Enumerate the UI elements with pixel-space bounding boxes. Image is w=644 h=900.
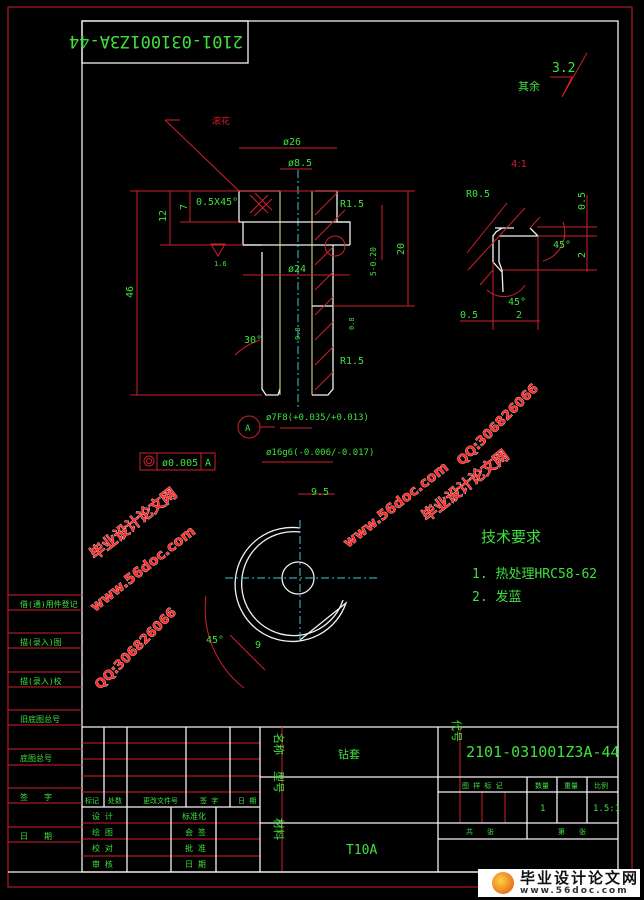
header-quantity: 数量 (535, 781, 549, 790)
detail-a45b: 45° (508, 297, 526, 308)
dim-d7f8: ø7F8(+0.035/+0.013) (266, 413, 369, 423)
logo-title: 毕业设计论文网 (520, 868, 640, 887)
left-strip-label: 旧底图总号 (20, 714, 60, 724)
dim-h46: 46 (125, 286, 136, 298)
roughness-other-value: 3.2 (552, 61, 575, 76)
tech-req-item: 2. 发蓝 (472, 589, 521, 605)
detail-r0-5: R0.5 (466, 189, 490, 200)
upside-code: 2101-031001Z3A-44 (69, 31, 243, 51)
dim-d26: ø26 (283, 137, 301, 148)
roughness-0-8b: 0.8 (348, 317, 356, 330)
detail-view: R0.5 0.5 2 0.5 2 45° 45° (460, 189, 597, 330)
logo-icon (492, 872, 514, 894)
signoff-label: 标准化 (182, 811, 206, 821)
logo-url: www.56doc.com (520, 885, 629, 896)
header-weight: 重量 (564, 782, 578, 790)
left-strip-label: 借(通)用件登记 (20, 599, 78, 609)
left-strip: 借(通)用件登记 描(录入)图 描(录入)校 旧底图总号 底图总号 签 字 日 … (8, 594, 82, 873)
name-label: 名称 (272, 733, 286, 755)
roughness-0-8a: 0.8 (294, 327, 302, 340)
rev-header: 日 期 (238, 797, 256, 805)
signoff-label: 审 核 (92, 859, 113, 869)
dim-r1-5-bottom: R1.5 (340, 356, 364, 367)
code-label: 代号 (450, 720, 463, 742)
title-block: 标记 处数 更改文件号 签 字 日 期 设 计 绘 图 校 对 审 核 标准化 … (8, 720, 632, 888)
dim-w9: 9 (255, 640, 261, 651)
rev-header: 签 字 (200, 796, 218, 805)
dim-d24: ø24 (288, 264, 306, 275)
detail-a45a: 45° (553, 240, 571, 251)
material-label: 材料 (272, 818, 286, 840)
rev-header: 标记 (85, 796, 99, 805)
tech-req-item: 1. 热处理HRC58-62 (472, 567, 597, 582)
dim-angle45: 45° (206, 635, 224, 646)
dim-d8-5: ø8.5 (288, 158, 312, 169)
detail-v2: 2 (577, 252, 588, 258)
dim-tol5: 5-0.20 (369, 247, 378, 276)
left-strip-label: 底图总号 (20, 753, 52, 763)
dim-h12: 12 (158, 210, 169, 222)
signoff-label: 设 计 (92, 811, 113, 821)
scale-value: 1.5:1 (593, 804, 620, 814)
detail-h2: 2 (516, 310, 522, 321)
material-value: T10A (346, 843, 377, 858)
detail-h0-5: 0.5 (460, 310, 478, 321)
technical-requirements: 技术要求 1. 热处理HRC58-62 2. 发蓝 (472, 528, 597, 605)
sheet-label: 第 张 (558, 827, 586, 836)
part-name: 钻套 (338, 747, 360, 761)
dim-r1-5-top: R1.5 (340, 199, 364, 210)
dim-d16g6: ø16g6(-0.006/-0.017) (266, 448, 374, 458)
left-strip-label: 日 期 (20, 832, 52, 841)
signoff-label: 会 签 (185, 827, 206, 837)
part-section-view: 滚花 ø26 ø8.5 0.5X45° R1.5 R1.5 12 7 46 20… (125, 115, 415, 471)
header-scale: 比例 (594, 781, 608, 790)
upside-code-box: 2101-031001Z3A-44 (69, 20, 249, 64)
tech-req-title: 技术要求 (481, 528, 541, 546)
rev-header: 处数 (108, 796, 122, 805)
model-label: 型号 (272, 771, 286, 793)
left-strip-label: 描(录入)图 (20, 637, 62, 647)
signoff-label: 绘 图 (92, 827, 113, 837)
concentricity-datum: A (205, 458, 211, 469)
dim-angle30: 30° (244, 335, 262, 346)
drawing-code: 2101-031001Z3A-44 (466, 743, 620, 761)
dim-h20: 20 (396, 243, 407, 255)
watermarks: 毕业设计论文网 www.56doc.com QQ:306826066 毕业设计论… (86, 381, 542, 693)
left-strip-label: 签 字 (20, 792, 52, 802)
detail-scale: 4:1 (511, 159, 527, 170)
signoff-label: 校 对 (92, 843, 113, 853)
detail-v0-5: 0.5 (577, 192, 588, 210)
watermark-qq: QQ:306826066 (92, 605, 179, 692)
rev-header: 更改文件号 (143, 796, 178, 805)
sheets-total-label: 共 张 (466, 827, 494, 836)
roughness-other: 其余 3.2 (518, 52, 588, 98)
roughness-other-label: 其余 (518, 79, 540, 93)
knurl-label: 滚花 (212, 115, 230, 127)
concentricity-value: ø0.005 (162, 458, 198, 469)
top-view: 9.5 9 45° (204, 487, 380, 689)
header-pattern-mark: 图 样 标 记 (462, 781, 503, 790)
dim-w9-5: 9.5 (311, 487, 329, 498)
signoff-label: 日 期 (185, 860, 206, 869)
signoff-label: 批 准 (185, 843, 206, 853)
site-logo: 毕业设计论文网 www.56doc.com (478, 869, 640, 897)
datum-a: A (245, 424, 251, 434)
roughness-1-6: 1.6 (214, 260, 227, 268)
quantity-value: 1 (540, 804, 545, 814)
left-strip-label: 描(录入)校 (20, 676, 62, 686)
dim-chamfer: 0.5X45° (196, 197, 238, 208)
dim-h7: 7 (179, 204, 190, 210)
